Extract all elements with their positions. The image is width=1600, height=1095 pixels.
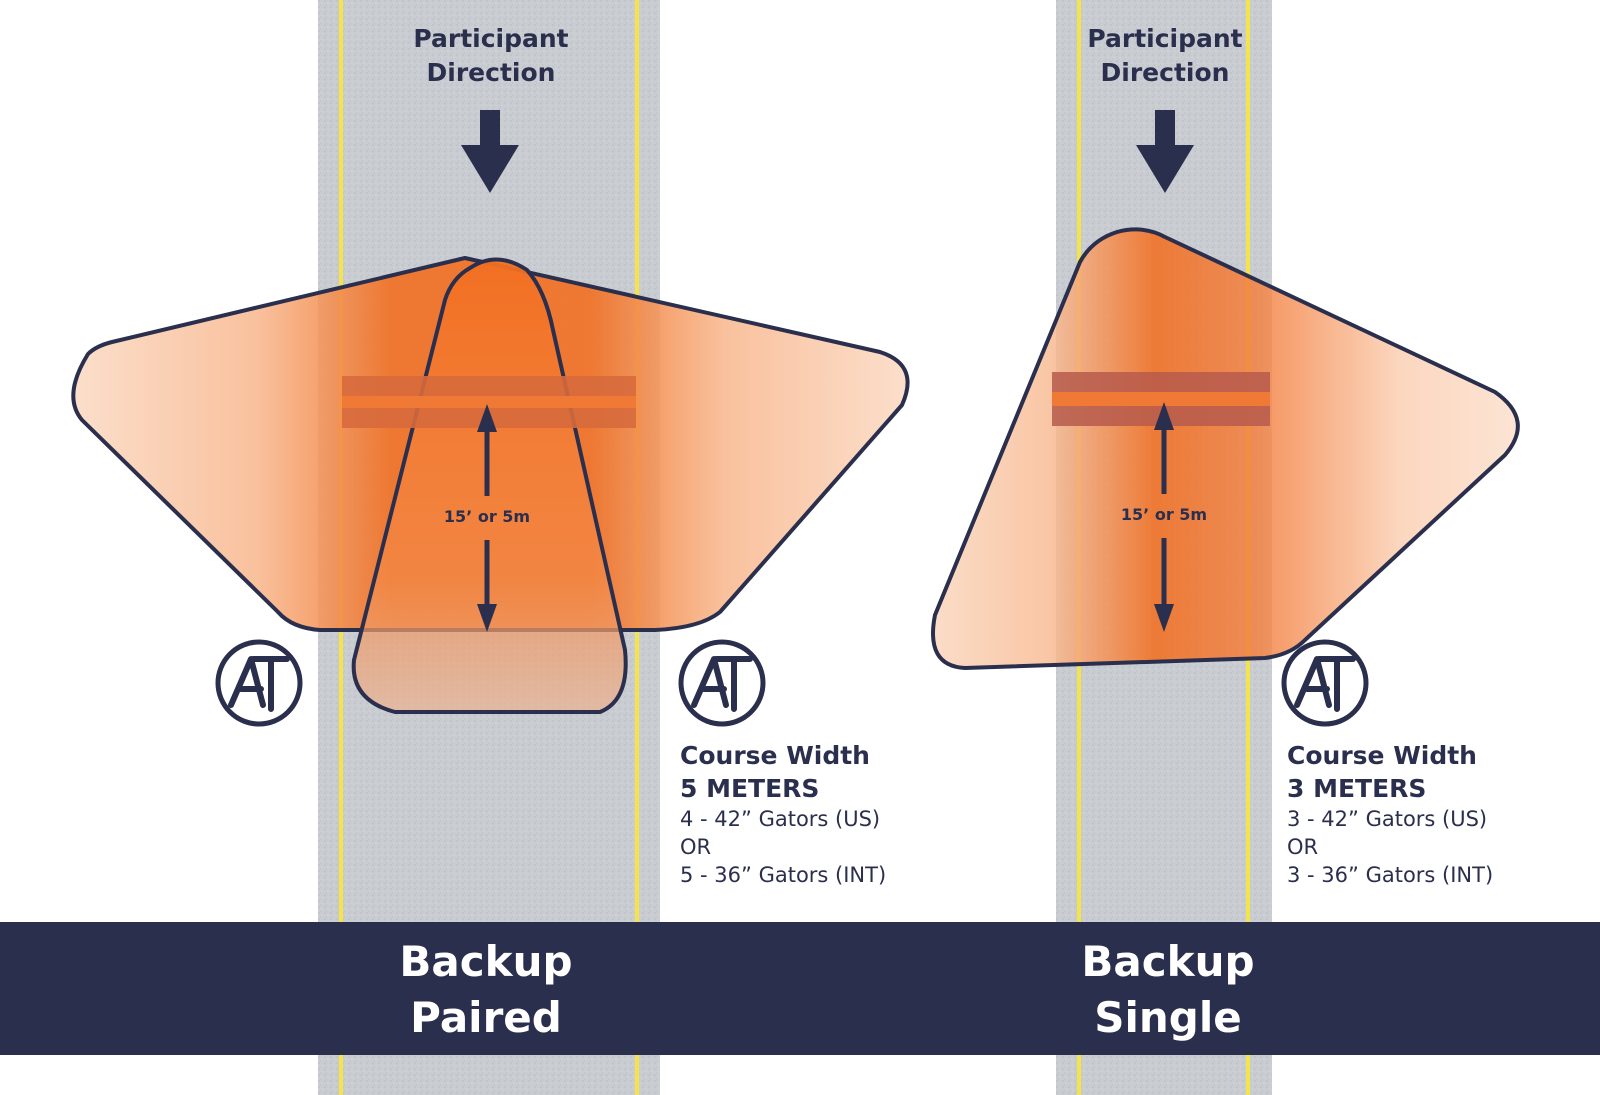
paired-direction-arrow [461, 110, 519, 193]
banner-title-line: Backup [1081, 937, 1255, 986]
banner-title-line: Single [1094, 993, 1242, 1042]
at-logo-icon [215, 639, 303, 727]
title-banner [0, 922, 1600, 1055]
direction-label-line: Participant [413, 24, 569, 53]
direction-label-line: Direction [426, 58, 556, 87]
single-distance-label: 15’ or 5m [1120, 505, 1208, 524]
paired-distance-label: 15’ or 5m [443, 507, 531, 526]
gator-line: 4 - 42” Gators (US) [680, 807, 881, 831]
at-logo-icon [678, 639, 766, 727]
paired-distance-arrow [477, 404, 497, 632]
single-zone [931, 227, 1520, 670]
gator-line: OR [680, 835, 712, 859]
paired-triangle-zone [351, 257, 628, 714]
paired-course-info: Course Width 5 METERS 4 - 42” Gators (US… [680, 739, 886, 889]
at-logo-icon [1281, 639, 1369, 727]
gator-line: OR [1287, 835, 1319, 859]
course-width-title: Course Width [680, 741, 870, 770]
banner-title-line: Backup [399, 937, 573, 986]
single-distance-arrow [1154, 402, 1174, 632]
gator-line: 3 - 42” Gators (US) [1287, 807, 1488, 831]
course-width-value: 3 METERS [1287, 774, 1427, 803]
course-width-value: 5 METERS [680, 774, 820, 803]
gator-line: 5 - 36” Gators (INT) [680, 863, 887, 887]
paired-direction-label: Participant Direction [371, 22, 611, 90]
direction-label-line: Direction [1100, 58, 1230, 87]
single-direction-arrow [1136, 110, 1194, 193]
paired-gators [342, 376, 636, 428]
single-course-info: Course Width 3 METERS 3 - 42” Gators (US… [1287, 739, 1493, 889]
paired-banner-title: Backup Paired [306, 934, 666, 1046]
single-banner-title: Backup Single [988, 934, 1348, 1046]
banner-title-line: Paired [410, 993, 562, 1042]
gator-line: 3 - 36” Gators (INT) [1287, 863, 1494, 887]
course-width-title: Course Width [1287, 741, 1477, 770]
direction-label-line: Participant [1087, 24, 1243, 53]
single-direction-label: Participant Direction [1045, 22, 1285, 90]
